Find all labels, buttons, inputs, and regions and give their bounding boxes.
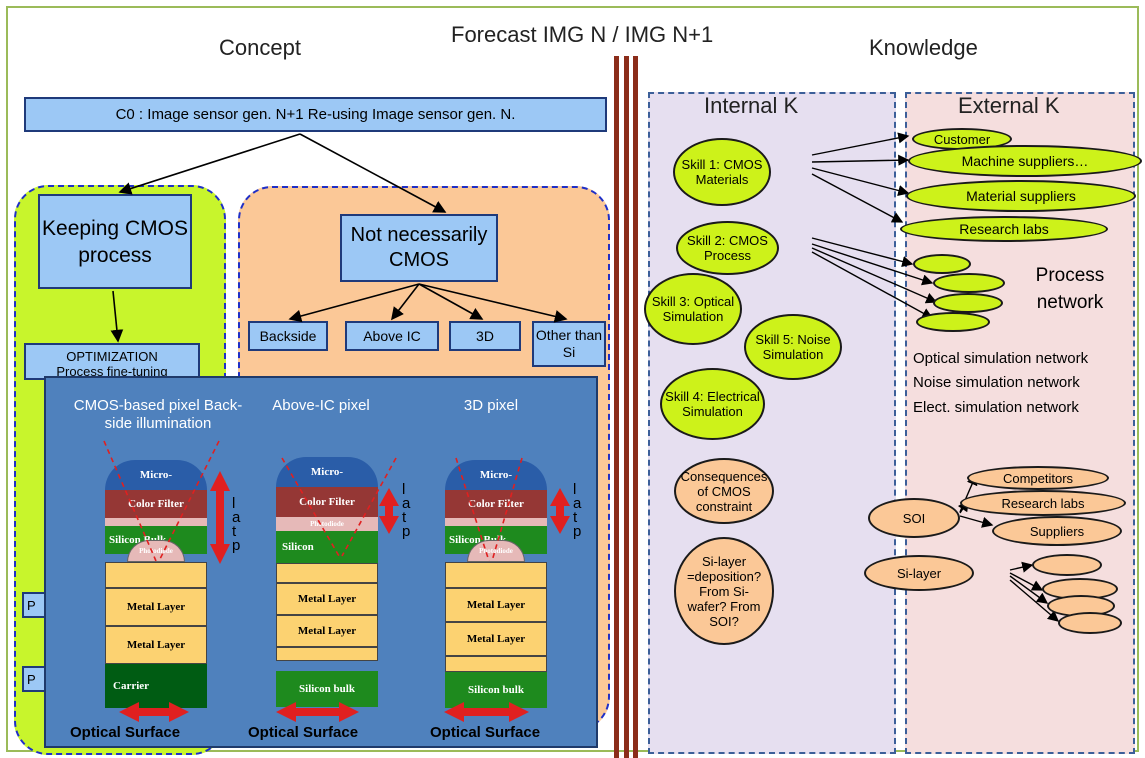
metal-layer-1: Metal Layer [445,588,547,622]
fill-layer-1 [105,562,207,588]
elect-network-label: Elect. simulation network [913,399,1079,416]
knowledge-arrows [811,132,1060,622]
optimization-box: OPTIMIZATION Process fine-tuning [24,343,200,380]
knowledge-header: Knowledge [869,35,978,60]
glyph-l: l [232,495,235,512]
soi-research-labs-ellipse: Research labs [960,490,1126,516]
optical-surface-label-1: Optical Surface [70,724,181,741]
red-arrows [119,471,570,722]
pad-layer [105,518,207,526]
optimization-sublabel: Process fine-tuning [56,364,168,379]
skill-2-cmos-process: Skill 2: CMOS Process [676,221,779,275]
branch-backside: Backside [248,321,328,351]
fill-layer-1 [445,562,547,588]
glyph-a: a [402,495,411,512]
glyph-p: p [402,523,410,540]
research-labs-ellipse: Research labs [900,216,1108,242]
metal-layer-1: Metal Layer [276,583,378,615]
process-node-4 [916,312,990,332]
external-k-title: External K [958,93,1060,118]
slide-title: Forecast IMG N / IMG N+1 [451,22,714,47]
pixel-stack-bsi: Micro- Color Filter Silicon Bulk Photodi… [105,460,207,708]
glyph-t: t [232,523,237,540]
color-filter-layer: Color Filter [276,487,378,517]
branch-above-ic: Above IC [345,321,439,351]
fill-layer-2 [445,656,547,672]
color-filter-layer: Color Filter [445,490,547,518]
metal-layer-2: Metal Layer [445,622,547,656]
fill-layer-2 [276,647,378,661]
photodiode: Photodiode [276,517,378,531]
internal-k-title: Internal K [704,93,799,118]
glyph-l: l [402,481,405,498]
machine-suppliers-ellipse: Machine suppliers… [908,145,1142,177]
concept-arrows [110,133,568,343]
fill-layer-1 [276,563,378,583]
soi-suppliers-ellipse: Suppliers [992,516,1122,546]
skill-3-optical-simulation: Skill 3: Optical Simulation [644,273,742,345]
glyph-t: t [573,509,578,526]
not-cmos-box: Not necessarily CMOS [340,214,498,282]
optimization-label: OPTIMIZATION [66,349,158,364]
optical-network-label: Optical simulation network [913,350,1089,367]
process-node-1 [913,254,971,274]
glyph-p: p [232,537,240,554]
process-node-2 [933,273,1005,293]
si-node-4 [1058,612,1122,634]
light-cone-lines [103,440,523,562]
consequences-ellipse: Consequences of CMOS constraint [674,458,774,524]
glyph-l: l [573,481,576,498]
micro-lens: Micro- [276,457,378,487]
si-layer-question-ellipse: Si-layer =deposition? From Si-wafer? Fro… [674,537,774,645]
p-box-2: P [22,666,48,692]
section-divider [614,56,638,758]
pixel-overlay: l a t p l a t p l a t p [103,440,582,722]
si-layer-ellipse: Si-layer [864,555,974,591]
carrier-layer: Carrier [105,664,207,708]
glyph-a: a [573,495,582,512]
noise-network-label: Noise simulation network [913,374,1080,391]
pad-layer [445,518,547,526]
skill-5-noise-simulation: Skill 5: Noise Simulation [744,314,842,380]
keeping-cmos-box: Keeping CMOS process [38,194,192,289]
si-node-1 [1032,554,1102,576]
pixel-title-bsi: CMOS-based pixel Back-side illumination [73,397,243,432]
competitors-ellipse: Competitors [967,466,1109,490]
pixel-title-above-ic: Above-IC pixel [272,397,370,414]
metal-layer-1: Metal Layer [105,588,207,626]
glyph-a: a [232,509,241,526]
process-node-3 [933,293,1003,313]
optical-surface-label-2: Optical Surface [248,724,359,741]
optical-surface-label-3: Optical Surface [430,724,541,741]
skill-1-cmos-materials: Skill 1: CMOS Materials [673,138,771,206]
p-box-1: P [22,592,48,618]
color-filter-layer: Color Filter [105,490,207,518]
process-network-label: Process network [1035,265,1105,313]
micro-lens: Micro- [105,460,207,490]
branch-3d: 3D [449,321,521,351]
glyph-p: p [573,523,581,540]
c0-box: C0 : Image sensor gen. N+1 Re-using Imag… [24,97,607,132]
material-suppliers-ellipse: Material suppliers [906,180,1136,212]
skill-4-electrical-simulation: Skill 4: Electrical Simulation [660,368,765,440]
silicon-bulk-lower: Silicon bulk [445,672,547,708]
slide-frame [6,6,1139,752]
overlap-glyphs: l a t p l a t p l a t p [232,481,582,554]
concept-header: Concept [219,35,301,60]
soi-ellipse: SOI [868,498,960,538]
metal-layer-2: Metal Layer [276,615,378,647]
pixel-title-3d: 3D pixel [463,397,519,414]
glyph-t: t [402,509,407,526]
pixel-stack-3d: Micro- Color Filter Silicon Bulk Photodi… [445,460,547,708]
branch-other-than-si: Other than Si [532,321,606,367]
metal-layer-2: Metal Layer [105,626,207,664]
silicon-bulk-lower: Silicon bulk [276,671,378,707]
